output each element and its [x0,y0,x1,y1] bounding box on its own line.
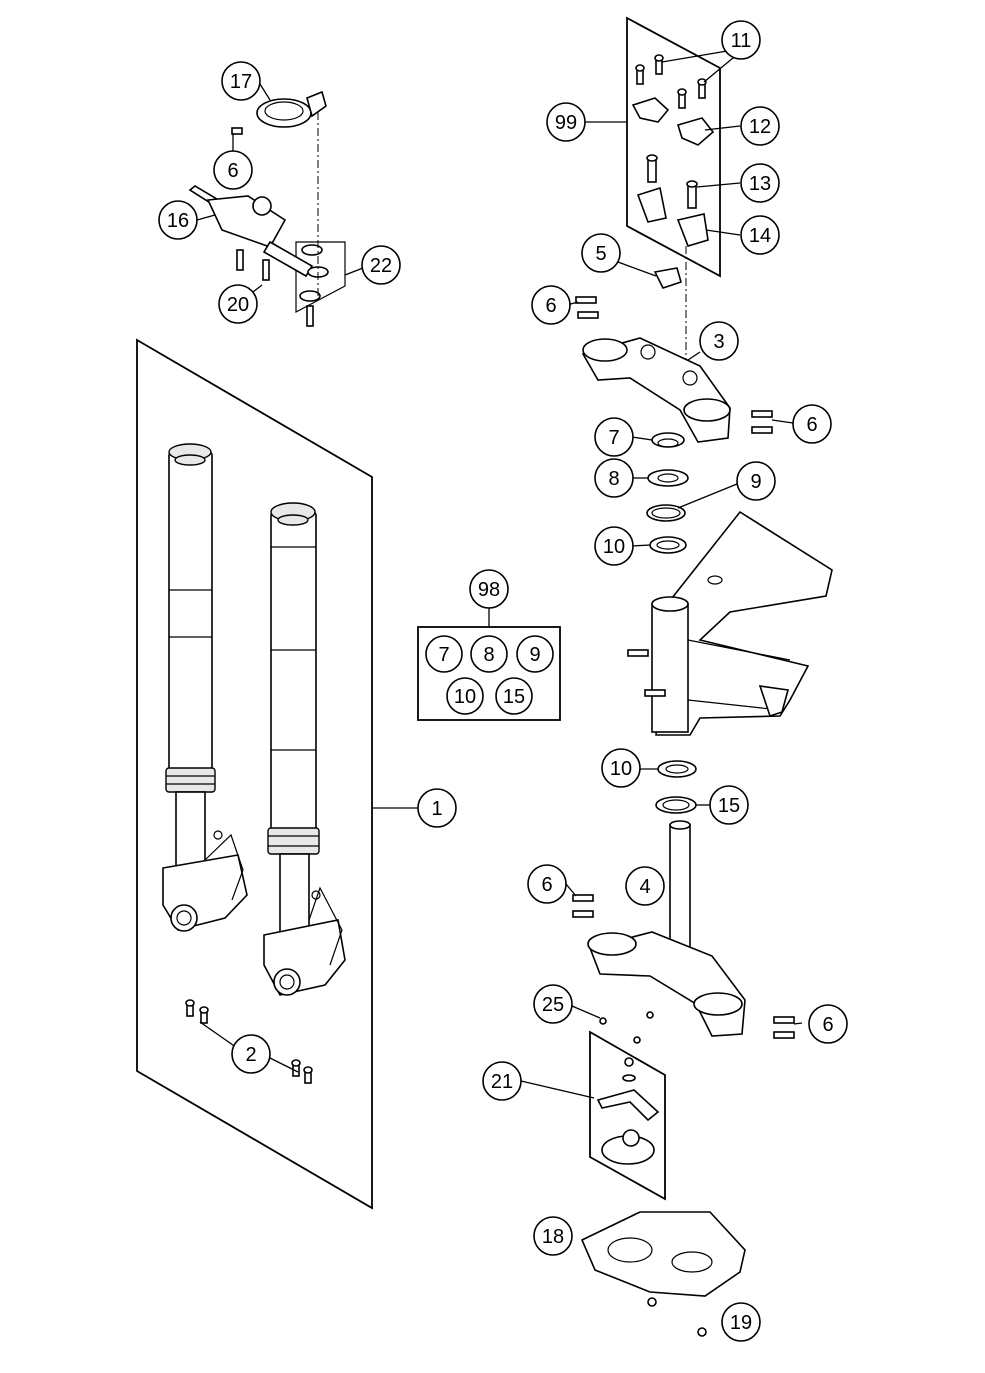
fork-assembly-frame [136,338,373,1210]
callout-22: 22 [361,245,401,285]
callout-5: 5 [581,233,621,273]
upper-triple-clamp [581,337,731,443]
callout-label: 9 [529,644,540,666]
kit-98-callout-15: 15 [495,677,533,715]
callout-label: 6 [545,295,556,317]
callout-label: 2 [245,1044,256,1066]
lower-bolts [572,894,795,1039]
callout-6-lower-right: 6 [808,1004,848,1044]
callout-99: 99 [546,102,586,142]
callout-20: 20 [218,284,258,324]
callout-11: 11 [721,20,761,60]
callout-17: 17 [221,61,261,101]
clamp-kit-frame [626,16,721,278]
callout-7: 7 [594,417,634,457]
callout-18: 18 [533,1216,573,1256]
callout-label: 10 [454,686,476,708]
kit-98-callout-9: 9 [516,635,554,673]
small-screws-25 [599,1011,654,1044]
right-fork-leg [263,502,346,996]
callout-label: 10 [610,758,632,780]
callout-label: 8 [483,644,494,666]
damper-washer-frame [295,241,346,313]
callout-label: 10 [603,536,625,558]
callout-label: 11 [731,30,752,52]
callout-label: 21 [491,1071,513,1093]
callout-label: 15 [503,686,525,708]
axle-clamp-bolts [185,999,313,1084]
callout-14: 14 [740,215,780,255]
callout-6-upper-left: 6 [531,285,571,325]
callout-label: 6 [822,1014,833,1036]
callout-10-lower: 10 [601,748,641,788]
callout-6-lower-left: 6 [527,864,567,904]
bearing-10-lower [657,760,697,778]
callout-15: 15 [709,785,749,825]
lower-triple-clamp [587,820,746,1037]
callout-label: 4 [639,876,650,898]
callout-6-damper: 6 [213,150,253,190]
callout-label: 8 [608,468,619,490]
callout-label: 3 [713,331,724,353]
callout-21: 21 [482,1061,522,1101]
callout-label: 19 [730,1312,752,1334]
callout-label: 14 [749,225,771,247]
callout-label: 17 [230,71,252,93]
callout-label: 22 [370,255,392,277]
callout-label: 25 [542,994,564,1016]
callout-6-upper-right: 6 [792,404,832,444]
bearing-race-7 [651,432,685,448]
kit-98-callout-7: 7 [425,635,463,673]
callout-label: 18 [542,1226,564,1248]
callout-label: 98 [478,579,500,601]
callout-98: 98 [469,569,509,609]
callout-4: 4 [625,866,665,906]
callout-9: 9 [736,461,776,501]
callout-16: 16 [158,200,198,240]
damper-bolts [231,127,270,281]
ignition-kit-frame [589,1030,666,1201]
callout-3: 3 [699,321,739,361]
callout-13: 13 [740,163,780,203]
washer-8 [647,469,689,487]
callout-label: 6 [806,414,817,436]
callout-label: 1 [431,798,442,820]
callout-label: 9 [750,471,761,493]
seal-ring-9 [646,504,686,522]
callout-label: 7 [438,644,449,666]
upper-bolts [575,296,773,434]
callout-label: 20 [227,294,249,316]
ignition-parts [596,1057,660,1165]
screws-19 [647,1297,707,1337]
callout-label: 13 [749,173,771,195]
steering-damper-part [188,185,314,278]
seal-15 [655,796,697,814]
callout-2: 2 [231,1034,271,1074]
callout-19: 19 [721,1302,761,1342]
callout-10-upper: 10 [594,526,634,566]
lower-cover-18 [580,1211,746,1297]
callout-label: 5 [595,243,606,265]
callout-12: 12 [740,106,780,146]
callout-label: 16 [167,210,189,232]
callout-label: 12 [749,116,771,138]
top-nut-part [653,267,682,289]
callout-25: 25 [533,984,573,1024]
callout-label: 6 [227,160,238,182]
kit-98-callout-8: 8 [470,635,508,673]
callout-label: 6 [541,874,552,896]
bearing-10-upper [649,536,687,554]
callout-label: 7 [608,427,619,449]
frame-head [627,510,833,736]
damper-clamp-part [256,90,327,128]
callout-label: 15 [718,795,740,817]
damper-washers [299,244,329,327]
callout-8: 8 [594,458,634,498]
callout-1: 1 [417,788,457,828]
left-fork-leg [162,443,248,932]
callout-label: 99 [555,112,577,134]
kit-98-callout-10: 10 [446,677,484,715]
clamp-kit-parts [631,54,715,247]
